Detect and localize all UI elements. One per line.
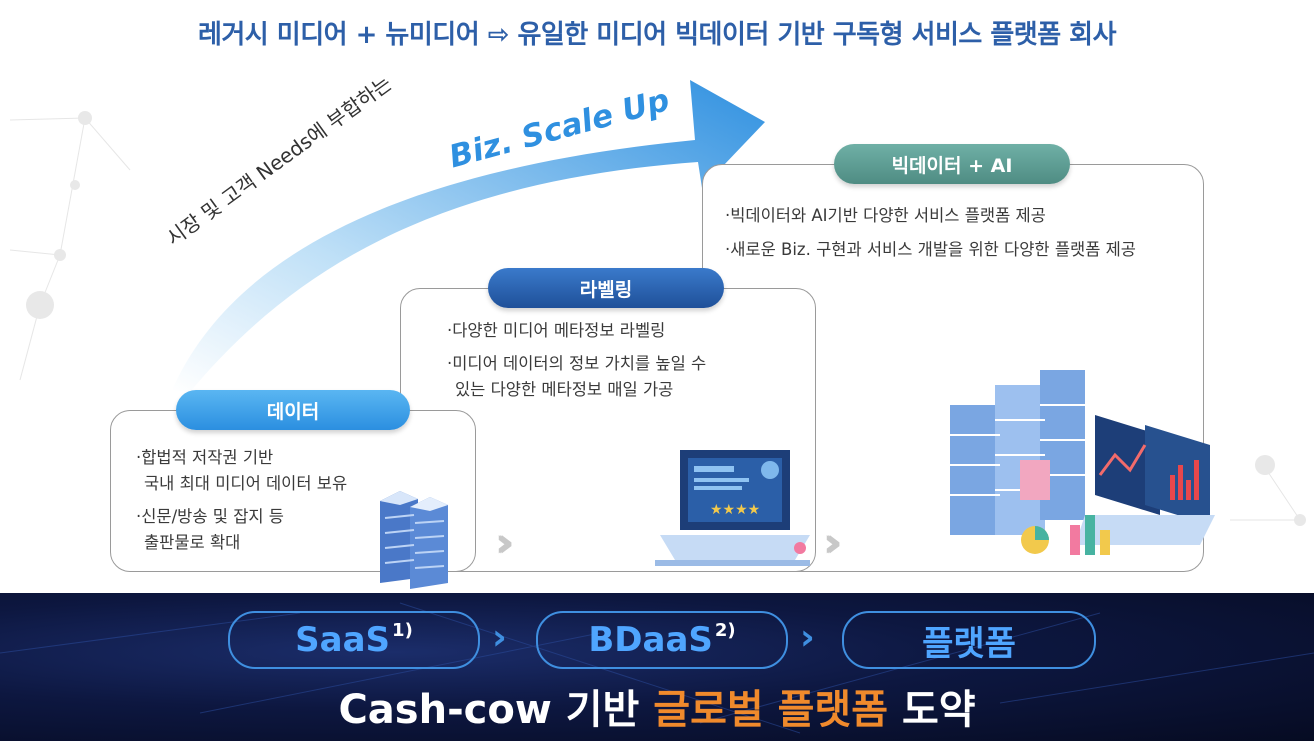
svg-text:★★★★: ★★★★ [710, 502, 760, 518]
stage2-bullet-1-text: ·다양한 미디어 메타정보 라벨링 [447, 321, 666, 340]
chevron-right-icon: › [800, 617, 815, 658]
stage2-bullet-2: ·미디어 데이터의 정보 가치를 높일 수 있는 다양한 메타정보 매일 가공 [447, 351, 706, 403]
stage1-bullet-2-line2: 출판물로 확대 [144, 533, 241, 552]
stage1-bullet-1-line2: 국내 최대 미디어 데이터 보유 [144, 474, 348, 493]
banner-step-saas-label: SaaS [295, 620, 391, 660]
banner-slogan: Cash-cow 기반 글로벌 플랫폼 도약 [0, 677, 1314, 735]
banner-step-saas-footnote: 1) [392, 619, 413, 641]
banner-slogan-suffix: 도약 [901, 687, 976, 733]
data-center-analytics-icon [950, 370, 1215, 555]
stage-pill-data: 데이터 [176, 390, 410, 430]
banner-step-platform-label: 플랫폼 [922, 623, 1016, 664]
banner-step-bdaas-footnote: 2) [714, 619, 736, 641]
page-title: 레거시 미디어 + 뉴미디어 ⇨ 유일한 미디어 빅데이터 기반 구독형 서비스… [197, 20, 1117, 50]
stage3-bullet-1-text: ·빅데이터와 AI기반 다양한 서비스 플랫폼 제공 [725, 206, 1046, 225]
banner-slogan-highlight: 글로벌 플랫폼 [653, 687, 889, 733]
stage-pill-bigdata-ai: 빅데이터 + AI [834, 144, 1070, 184]
stage2-bullet-2-line1: ·미디어 데이터의 정보 가치를 높일 수 [447, 354, 707, 373]
banner-slogan-prefix: Cash-cow 기반 [338, 687, 640, 733]
stage1-bullet-2: ·신문/방송 및 잡지 등 출판물로 확대 [136, 504, 284, 556]
stage3-bullet-2: ·새로운 Biz. 구현과 서비스 개발을 위한 다양한 플랫폼 제공 [725, 237, 1136, 263]
stage2-bullet-1: ·다양한 미디어 메타정보 라벨링 [447, 318, 665, 344]
chevron-right-icon: › [492, 617, 507, 658]
stage3-bullet-2-text: ·새로운 Biz. 구현과 서비스 개발을 위한 다양한 플랫폼 제공 [725, 240, 1136, 259]
stage-pill-labeling: 라벨링 [488, 268, 724, 308]
laptop-review-icon: ★★★★ [655, 450, 810, 566]
stage1-bullet-1: ·합법적 저작권 기반 국내 최대 미디어 데이터 보유 [136, 445, 347, 497]
stage3-bullet-1: ·빅데이터와 AI기반 다양한 서비스 플랫폼 제공 [725, 203, 1046, 229]
stage2-bullet-2-line2: 있는 다양한 메타정보 매일 가공 [455, 380, 674, 399]
banner-step-bdaas-label: BDaaS [588, 620, 713, 660]
stage1-bullet-2-line1: ·신문/방송 및 잡지 등 [136, 507, 284, 526]
stage1-bullet-1-line1: ·합법적 저작권 기반 [136, 448, 274, 467]
server-rack-icon [380, 491, 448, 589]
background-network-decoration [9, 111, 1306, 526]
scale-up-arrow [172, 80, 765, 392]
banner-step-platform: 플랫폼 [842, 611, 1096, 669]
